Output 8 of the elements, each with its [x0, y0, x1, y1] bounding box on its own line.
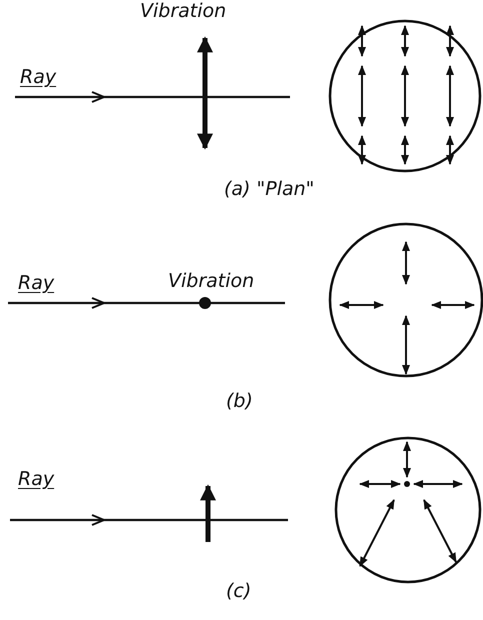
- ray-label: Ray: [18, 470, 54, 489]
- caption-label: Vibration: [140, 2, 226, 21]
- caption-label: (c): [226, 582, 252, 601]
- ray-label: Ray: [18, 274, 54, 293]
- ray-label: Ray: [20, 68, 56, 87]
- caption-label: (a) "Plan": [224, 180, 314, 199]
- caption-label: Vibration: [168, 272, 254, 291]
- caption-label: (b): [226, 392, 253, 411]
